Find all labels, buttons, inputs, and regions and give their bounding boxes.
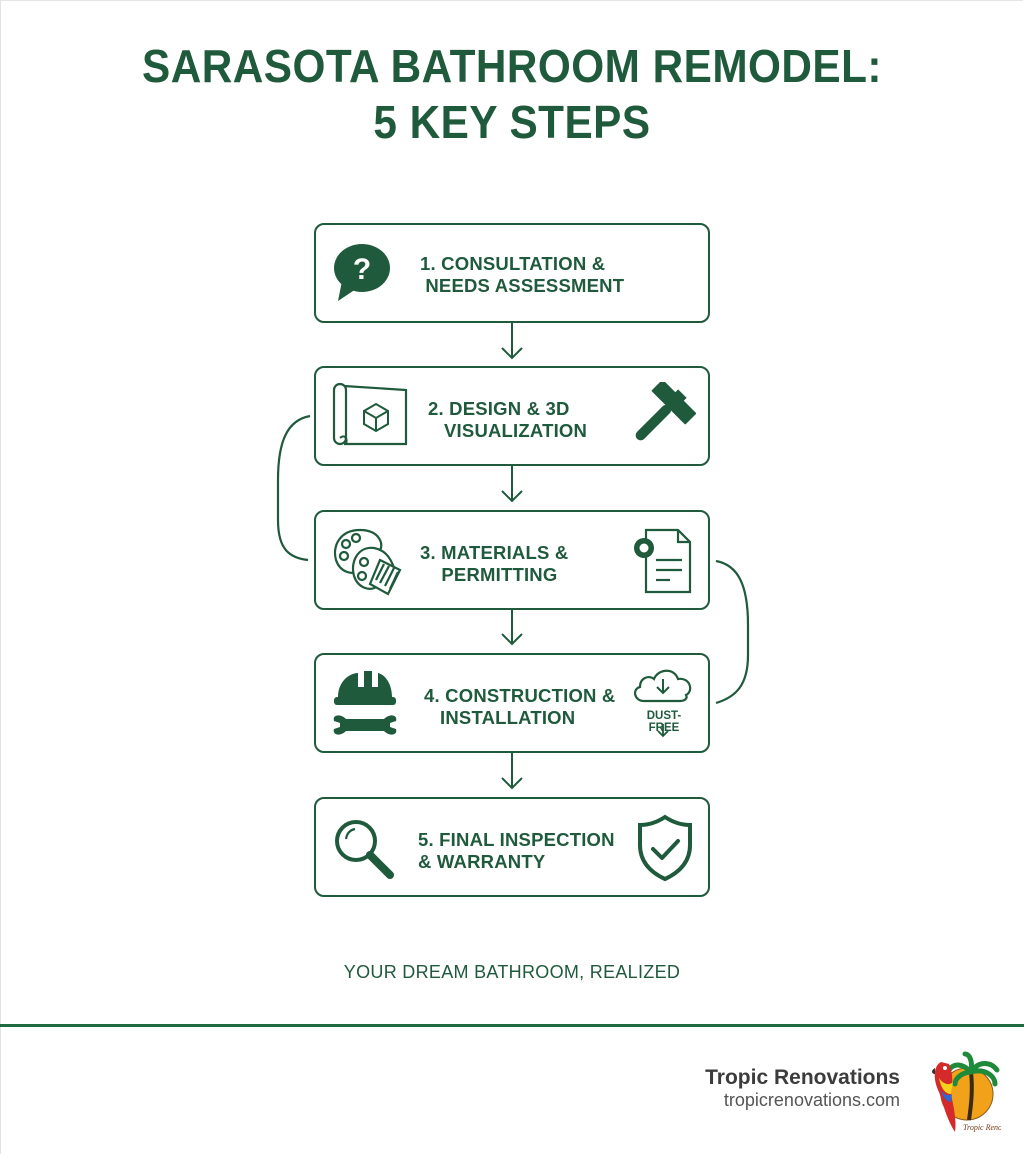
step-5-inspection: 5. FINAL INSPECTION & WARRANTY bbox=[314, 797, 710, 897]
left-loop-connector bbox=[276, 414, 311, 562]
page-title: SARASOTA BATHROOM REMODEL: 5 KEY STEPS bbox=[41, 38, 983, 150]
title-line-2: 5 KEY STEPS bbox=[373, 96, 651, 148]
arrow-down-3 bbox=[501, 608, 523, 646]
arrow-down-4 bbox=[501, 752, 523, 790]
blueprint-cube-icon bbox=[332, 382, 408, 446]
step-3-label: 3. MATERIALS & PERMITTING bbox=[420, 542, 569, 585]
arrow-down-2 bbox=[501, 465, 523, 503]
hardhat-wrench-icon bbox=[333, 671, 397, 735]
tropic-renovations-logo: Tropic Renovations bbox=[932, 1051, 1001, 1132]
svg-text:?: ? bbox=[353, 253, 371, 286]
footer-divider bbox=[0, 1024, 1024, 1027]
speech-bubble-question-icon: ? bbox=[334, 244, 390, 301]
step-2-label: 2. DESIGN & 3D VISUALIZATION bbox=[428, 398, 588, 441]
step-1-consultation: ? 1. CONSULTATION & NEEDS ASSESSMENT bbox=[314, 223, 710, 323]
magnifier-icon bbox=[335, 820, 394, 879]
arrow-down-1 bbox=[501, 322, 523, 360]
brand-url[interactable]: tropicrenovations.com bbox=[723, 1090, 900, 1110]
tagline: YOUR DREAM BATHROOM, REALIZED bbox=[343, 962, 681, 982]
step-2-design: 2. DESIGN & 3D VISUALIZATION bbox=[314, 366, 710, 466]
cloud-download-icon bbox=[634, 669, 692, 703]
palette-icon bbox=[333, 528, 402, 596]
dust-free-caption: DUST-FREE bbox=[646, 710, 682, 734]
right-loop-connector bbox=[715, 559, 750, 705]
step-5-label: 5. FINAL INSPECTION & WARRANTY bbox=[418, 829, 615, 872]
down-arrow-small-icon bbox=[657, 724, 669, 738]
step-3-materials: 3. MATERIALS & PERMITTING bbox=[314, 510, 710, 610]
shield-check-icon bbox=[638, 814, 692, 882]
hammer-icon bbox=[635, 382, 696, 441]
permit-document-icon bbox=[634, 528, 692, 594]
title-line-1: SARASOTA BATHROOM REMODEL: bbox=[142, 40, 882, 92]
step-4-construction: 4. CONSTRUCTION & INSTALLATION DUST-FREE bbox=[314, 653, 710, 753]
svg-text:Tropic Renovations: Tropic Renovations bbox=[963, 1123, 1001, 1132]
step-1-label: 1. CONSULTATION & NEEDS ASSESSMENT bbox=[420, 253, 625, 296]
brand-name: Tropic Renovations bbox=[705, 1066, 900, 1089]
step-4-label: 4. CONSTRUCTION & INSTALLATION bbox=[424, 685, 616, 728]
